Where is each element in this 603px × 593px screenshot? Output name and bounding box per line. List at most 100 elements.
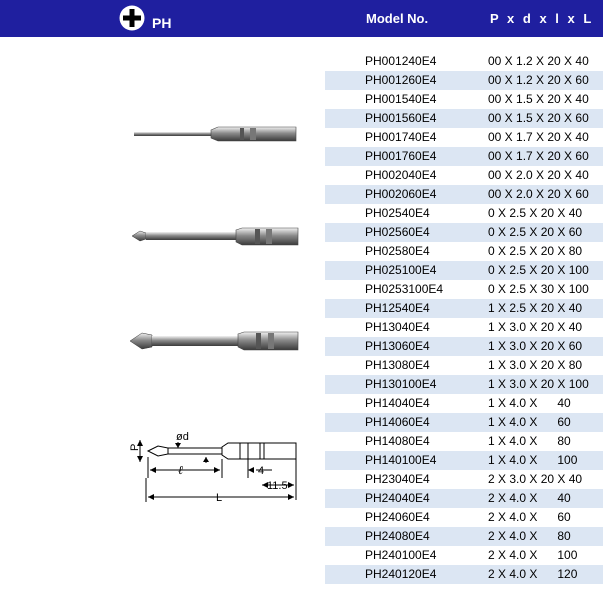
model-number: PH025100E4: [365, 263, 437, 277]
table-row: PH14060E4 1 X 4.0 X 60: [325, 413, 603, 432]
dimensions: 00 X 1.2 X 20 X 60: [488, 73, 589, 87]
table-row: PH13080E4 1 X 3.0 X 20 X 80: [325, 356, 603, 375]
model-number: PH02560E4: [365, 225, 430, 239]
table-row: PH140100E4 1 X 4.0 X 100: [325, 451, 603, 470]
table-row: PH12540E4 1 X 2.5 X 20 X 40: [325, 299, 603, 318]
dimensions: 2 X 4.0 X 80: [488, 529, 571, 543]
model-number: PH24060E4: [365, 510, 430, 524]
dimensions: 1 X 3.0 X 20 X 40: [488, 320, 583, 334]
bit-image-large: [129, 331, 299, 351]
table-row: PH130100E4 1 X 3.0 X 20 X 100: [325, 375, 603, 394]
model-column-heading: Model No.: [366, 11, 429, 26]
table-row: PH24040E4 2 X 4.0 X 40: [325, 489, 603, 508]
bit-illustrations: ød P ℓ 4 11.5 L: [129, 126, 299, 504]
table-row: PH001260E4 00 X 1.2 X 20 X 60: [325, 71, 603, 90]
model-number: PH130100E4: [365, 377, 437, 391]
dimensions: 1 X 4.0 X 40: [488, 396, 571, 410]
dimensions: 1 X 4.0 X 80: [488, 434, 571, 448]
dimensions: 0 X 2.5 X 20 X 40: [488, 206, 583, 220]
dimensions: 0 X 2.5 X 20 X 80: [488, 244, 583, 258]
model-number: PH14060E4: [365, 415, 430, 429]
model-number: PH001560E4: [365, 111, 437, 125]
table-row: PH02560E4 0 X 2.5 X 20 X 60: [325, 223, 603, 242]
header-bar: PH Model No. P x d x l x L: [0, 0, 603, 37]
table-row: PH240120E4 2 X 4.0 X 120: [325, 565, 603, 584]
dims-column-heading: P x d x l x L: [490, 11, 593, 26]
table-row: PH025100E4 0 X 2.5 X 20 X 100: [325, 261, 603, 280]
table-row: PH24060E4 2 X 4.0 X 60: [325, 508, 603, 527]
model-number: PH240100E4: [365, 548, 437, 562]
model-number: PH001540E4: [365, 92, 437, 106]
table-row: PH001740E4 00 X 1.7 X 20 X 40: [325, 128, 603, 147]
model-number: PH02580E4: [365, 244, 430, 258]
model-number: PH002040E4: [365, 168, 437, 182]
model-number: PH001740E4: [365, 130, 437, 144]
dimensions: 1 X 4.0 X 100: [488, 453, 578, 467]
overall-length-label: L: [216, 492, 222, 504]
dimensions: 2 X 4.0 X 120: [488, 567, 578, 581]
dimensions: 0 X 2.5 X 20 X 60: [488, 225, 583, 239]
model-number: PH001760E4: [365, 149, 437, 163]
model-number: PH12540E4: [365, 301, 430, 315]
model-number: PH0253100E4: [365, 282, 444, 296]
dimension-diagram: [139, 440, 297, 502]
dimensions: 1 X 3.0 X 20 X 60: [488, 339, 583, 353]
table-row: PH002060E4 00 X 2.0 X 20 X 60: [325, 185, 603, 204]
model-number: PH14080E4: [365, 434, 430, 448]
model-number: PH001240E4: [365, 54, 437, 68]
dimensions: 00 X 1.5 X 20 X 60: [488, 111, 589, 125]
table-row: PH24080E4 2 X 4.0 X 80: [325, 527, 603, 546]
table-row: PH14080E4 1 X 4.0 X 80: [325, 432, 603, 451]
model-number: PH140100E4: [365, 453, 437, 467]
model-number: PH001260E4: [365, 73, 437, 87]
model-number: PH002060E4: [365, 187, 437, 201]
spec-table: PH001240E4 00 X 1.2 X 20 X 40 PH001260E4 00…: [325, 52, 603, 584]
table-row: PH002040E4 00 X 2.0 X 20 X 40: [325, 166, 603, 185]
table-row: PH23040E4 2 X 3.0 X 20 X 40: [325, 470, 603, 489]
type-label: PH: [152, 15, 172, 31]
model-number: PH24040E4: [365, 491, 430, 505]
dimensions: 1 X 4.0 X 60: [488, 415, 571, 429]
dimensions: 00 X 1.7 X 20 X 40: [488, 130, 589, 144]
table-row: PH0253100E4 0 X 2.5 X 30 X 100: [325, 280, 603, 299]
dimensions: 2 X 4.0 X 60: [488, 510, 571, 524]
dimensions: 00 X 1.2 X 20 X 40: [488, 54, 589, 68]
length-l-label: ℓ: [178, 463, 183, 477]
model-number: PH02540E4: [365, 206, 430, 220]
table-row: PH13060E4 1 X 3.0 X 20 X 60: [325, 337, 603, 356]
dimensions: 0 X 2.5 X 20 X 100: [488, 263, 589, 277]
table-row: PH001240E4 00 X 1.2 X 20 X 40: [325, 52, 603, 71]
model-number: PH13040E4: [365, 320, 430, 334]
dimensions: 00 X 2.0 X 20 X 40: [488, 168, 589, 182]
point-size-label: P: [129, 444, 141, 451]
model-number: PH13080E4: [365, 358, 430, 372]
model-number: PH14040E4: [365, 396, 430, 410]
table-row: PH14040E4 1 X 4.0 X 40: [325, 394, 603, 413]
dimensions: 1 X 2.5 X 20 X 40: [488, 301, 583, 315]
dimensions: 00 X 2.0 X 20 X 60: [488, 187, 589, 201]
table-row: PH02540E4 0 X 2.5 X 20 X 40: [325, 204, 603, 223]
dimensions: 2 X 4.0 X 100: [488, 548, 578, 562]
dim-4-label: 4: [258, 465, 264, 477]
table-row: PH02580E4 0 X 2.5 X 20 X 80: [325, 242, 603, 261]
dimensions: 0 X 2.5 X 30 X 100: [488, 282, 589, 296]
dimensions: 2 X 4.0 X 40: [488, 491, 571, 505]
dimension-arrowheads: [137, 440, 294, 500]
table-row: PH001760E4 00 X 1.7 X 20 X 60: [325, 147, 603, 166]
dimensions: 00 X 1.7 X 20 X 60: [488, 149, 589, 163]
model-number: PH13060E4: [365, 339, 430, 353]
phillips-cross-icon: [119, 5, 145, 31]
model-number: PH24080E4: [365, 529, 430, 543]
dimensions: 1 X 3.0 X 20 X 80: [488, 358, 583, 372]
dimensions: 2 X 3.0 X 20 X 40: [488, 472, 583, 486]
model-number: PH23040E4: [365, 472, 430, 486]
table-row: PH240100E4 2 X 4.0 X 100: [325, 546, 603, 565]
table-row: PH001560E4 00 X 1.5 X 20 X 60: [325, 109, 603, 128]
model-number: PH240120E4: [365, 567, 437, 581]
diameter-label: ød: [176, 431, 189, 443]
bit-image-medium: [131, 227, 299, 246]
bit-image-small: [134, 126, 297, 142]
dimensions: 1 X 3.0 X 20 X 100: [488, 377, 589, 391]
dim-11-5-label: 11.5: [267, 480, 288, 492]
